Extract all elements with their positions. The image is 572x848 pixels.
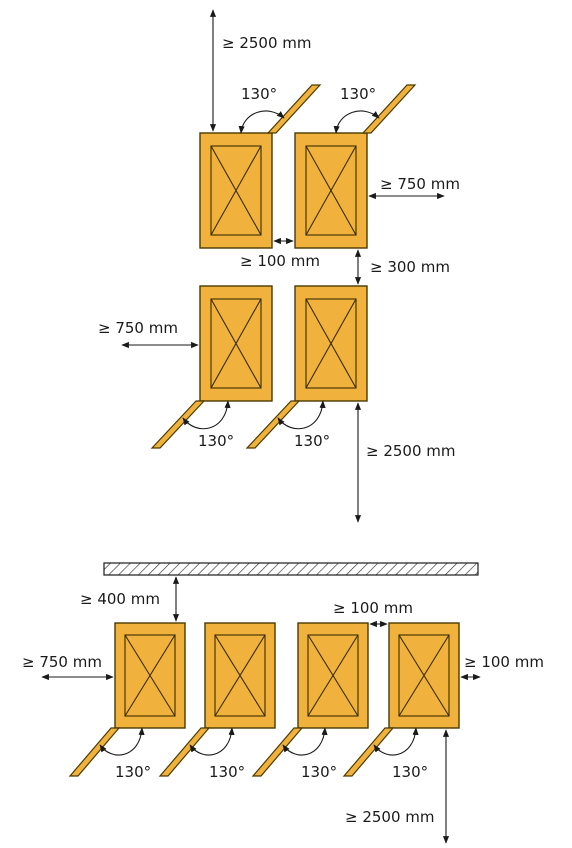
label-row-gap: ≥ 300 mm — [370, 258, 450, 276]
label-wall-clearance: ≥ 400 mm — [80, 590, 160, 608]
wall — [103, 562, 479, 576]
label-angle-4: 130° — [294, 432, 330, 450]
label-angle-6: 130° — [209, 763, 245, 781]
cabinet-row-2 — [158, 622, 276, 777]
angle-arc-1 — [238, 110, 285, 134]
cabinet-upper-right — [294, 84, 417, 249]
label-gap-upper: ≥ 100 mm — [240, 252, 320, 270]
label-left-side: ≥ 750 mm — [98, 319, 178, 337]
upper-group: ≥ 2500 mm 130° 130° ≥ 750 mm ≥ 100 mm ≥ … — [98, 9, 460, 523]
cabinet-lower-left — [150, 285, 273, 449]
label-row-left-side: ≥ 750 mm — [22, 653, 102, 671]
label-right-side: ≥ 750 mm — [380, 175, 460, 193]
label-row-front-clearance: ≥ 2500 mm — [345, 808, 435, 826]
door-row-4 — [342, 727, 395, 777]
angle-arc-5 — [99, 727, 145, 756]
angle-arc-3 — [182, 400, 231, 430]
angle-arc-7 — [282, 727, 328, 756]
cabinet-row-3 — [251, 622, 369, 777]
label-gap-row: ≥ 100 mm — [333, 599, 413, 617]
label-angle-1: 130° — [241, 85, 277, 103]
door-row-2 — [158, 727, 211, 777]
door-lower-left — [150, 400, 206, 449]
lower-group: ≥ 400 mm ≥ 100 mm ≥ 750 mm ≥ 100 mm 130°… — [22, 562, 544, 844]
door-lower-right — [245, 400, 301, 449]
label-angle-2: 130° — [340, 85, 376, 103]
angle-arc-2 — [333, 110, 380, 134]
label-top-clearance: ≥ 2500 mm — [222, 34, 312, 52]
door-row-3 — [251, 727, 304, 777]
angle-arc-8 — [373, 727, 419, 756]
angle-arc-4 — [277, 400, 326, 430]
label-angle-3: 130° — [198, 432, 234, 450]
label-angle-5: 130° — [115, 763, 151, 781]
label-row-right-side: ≥ 100 mm — [464, 653, 544, 671]
door-row-1 — [68, 727, 121, 777]
label-front-clearance: ≥ 2500 mm — [366, 442, 456, 460]
cabinet-row-1 — [68, 622, 186, 777]
cabinet-lower-right — [245, 285, 368, 449]
angle-arc-6 — [189, 727, 235, 756]
label-angle-7: 130° — [301, 763, 337, 781]
label-angle-8: 130° — [392, 763, 428, 781]
